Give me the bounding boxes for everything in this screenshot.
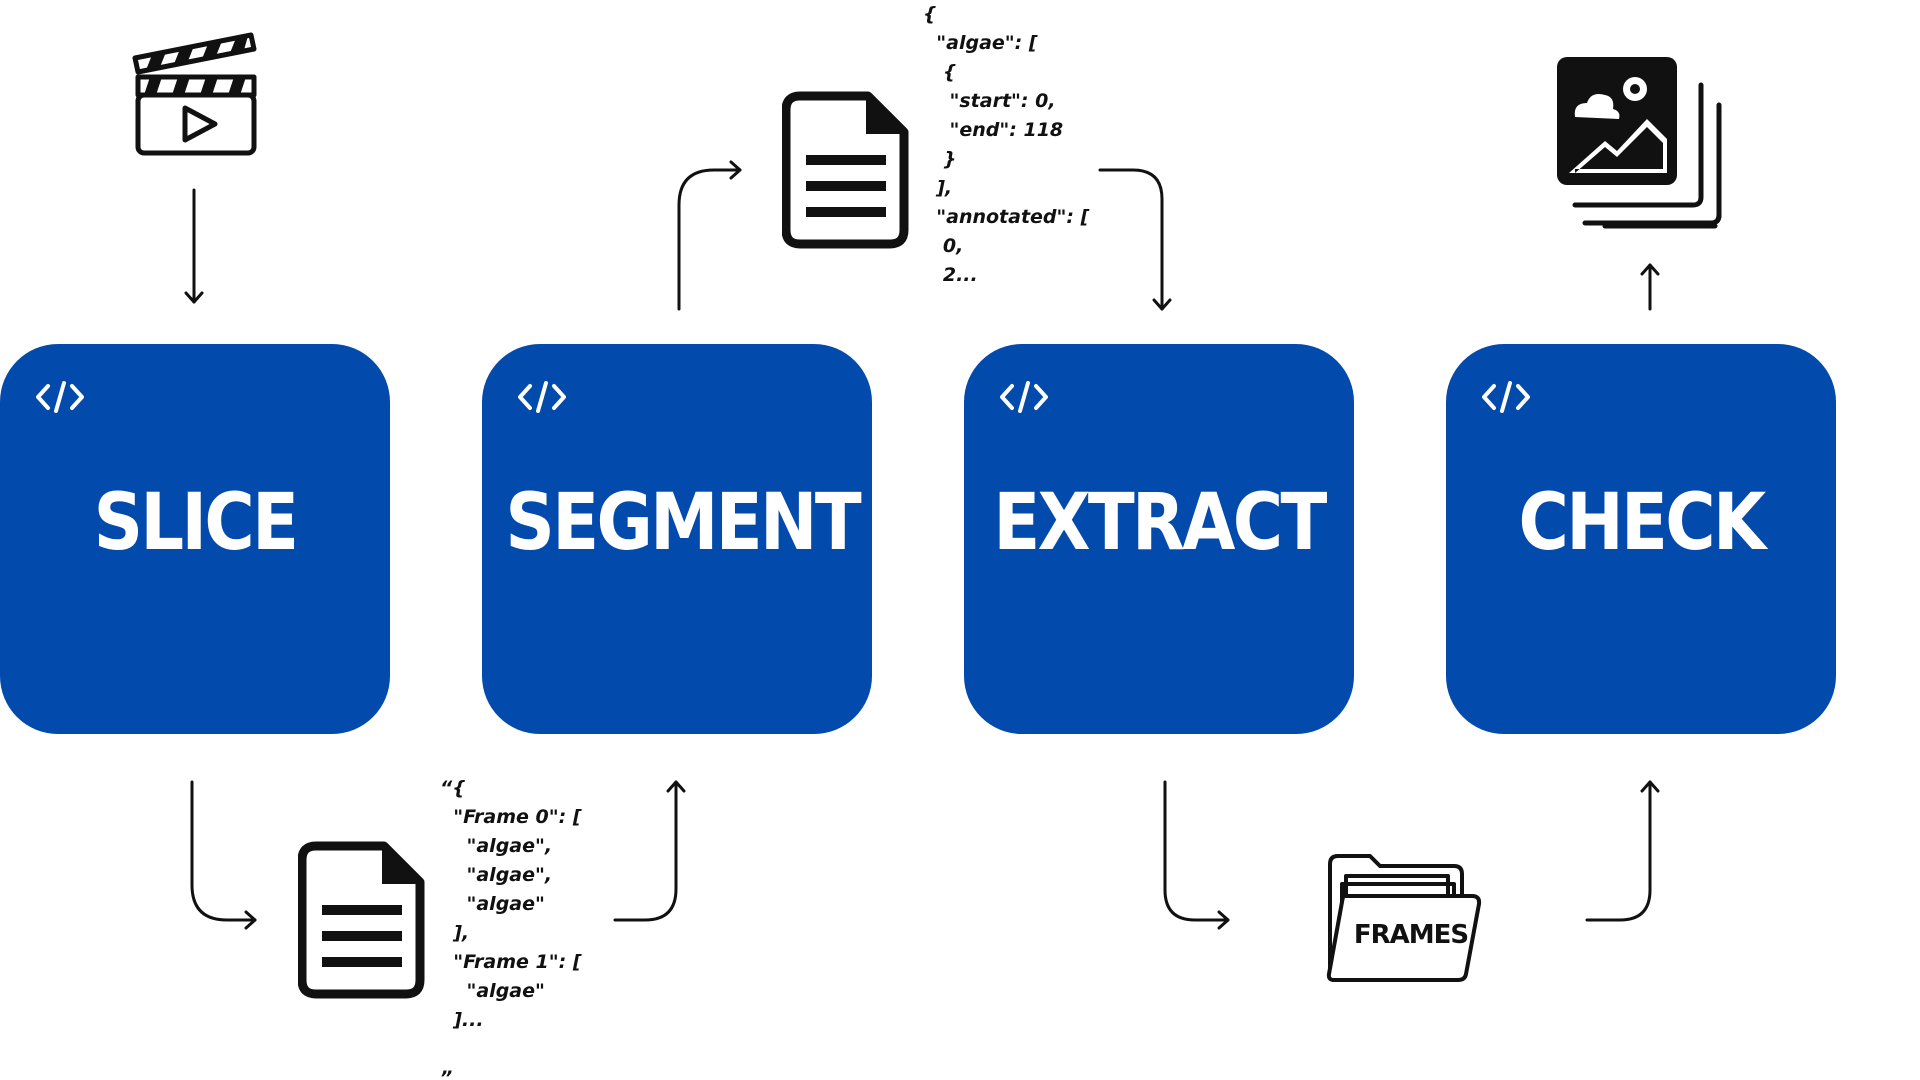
arrow-extract-to-folder xyxy=(1163,780,1230,930)
arrow-video-to-slice xyxy=(184,188,204,304)
code-icon xyxy=(1482,381,1530,413)
stage-label-segment: SEGMENT xyxy=(505,478,861,568)
code-icon xyxy=(518,381,566,413)
arrow-folder-to-check xyxy=(1585,780,1660,922)
folder-icon xyxy=(1326,854,1482,982)
folder-label: FRAMES xyxy=(1353,920,1469,950)
arrow-segments-json-to-extract xyxy=(1098,168,1172,311)
arrow-check-to-images xyxy=(1640,263,1660,311)
arrow-frames-json-to-segment xyxy=(613,780,686,922)
video-clapperboard-icon xyxy=(132,32,257,156)
stage-label-extract: EXTRACT xyxy=(993,478,1327,568)
arrow-slice-to-frames-json xyxy=(190,780,257,930)
frames-json-snippet: “{ "Frame 0": [ "algae", "algae", "algae… xyxy=(440,777,582,1080)
document-icon xyxy=(298,841,425,999)
stage-check: CHECK xyxy=(1446,344,1836,734)
folder: FRAMES xyxy=(1324,852,1484,984)
arrow-segment-to-segments-json xyxy=(677,160,742,311)
code-icon xyxy=(1000,381,1048,413)
stage-slice: SLICE xyxy=(0,344,390,734)
stage-label-slice: SLICE xyxy=(93,478,299,568)
document-icon xyxy=(782,91,909,249)
stage-segment: SEGMENT xyxy=(482,344,872,734)
stage-extract: EXTRACT xyxy=(964,344,1354,734)
stage-label-check: CHECK xyxy=(1518,478,1766,568)
image-stack-icon xyxy=(1557,57,1722,229)
segments-json-snippet: { "algae": [ { "start": 0, "end": 118 } … xyxy=(923,3,1090,286)
code-icon xyxy=(36,381,84,413)
